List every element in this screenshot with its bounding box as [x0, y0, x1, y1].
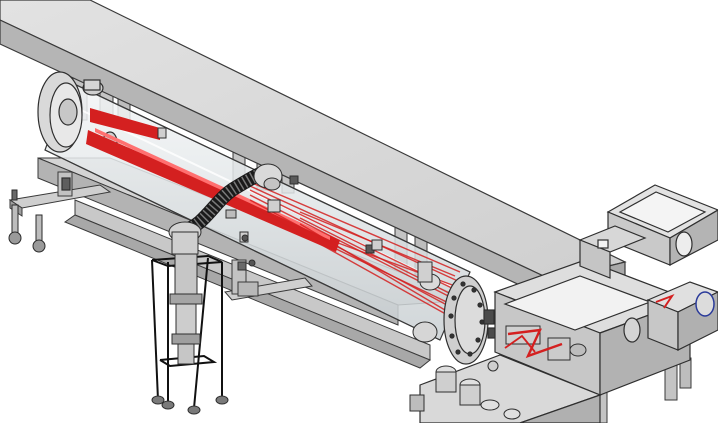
- box-inner: [618, 191, 707, 233]
- mount-bracket: [225, 209, 237, 219]
- bolt: [460, 281, 466, 287]
- fitting: [289, 175, 299, 185]
- cylinder-top: [480, 399, 500, 411]
- mount-bracket: [267, 199, 281, 213]
- caster-foot: [161, 400, 175, 410]
- bolt: [449, 333, 455, 339]
- laser-ray: [329, 245, 456, 307]
- hose-elbow: [253, 163, 283, 191]
- port-window: [58, 98, 78, 126]
- box-cylinder: [675, 231, 693, 257]
- bolt: [471, 287, 477, 293]
- pump-neck: [171, 231, 199, 255]
- bolt: [451, 295, 457, 301]
- tube-edge-bottom: [44, 149, 441, 341]
- detector-lens: [695, 291, 715, 317]
- fitting: [237, 261, 247, 271]
- caster-leg: [11, 204, 19, 236]
- pump-body-upper: [174, 253, 198, 295]
- bolt: [455, 349, 461, 355]
- laser-beam-lower: [86, 130, 340, 252]
- leveling-knob: [11, 189, 18, 201]
- right-end-flange: [443, 275, 497, 365]
- pump-column: [151, 221, 229, 415]
- internal-optics: [487, 325, 587, 372]
- detector-port: [569, 343, 587, 357]
- optics-enclosure: [419, 259, 692, 423]
- stand-leg: [151, 259, 159, 401]
- caster-wheel: [32, 239, 46, 253]
- red-beam-path: [504, 334, 536, 353]
- flexible-hose: [178, 163, 283, 237]
- bolt: [475, 337, 481, 343]
- bottom-port: [412, 321, 438, 343]
- clamp-screw: [61, 177, 71, 191]
- pump-collar: [169, 293, 203, 305]
- red-beam-path: [655, 293, 675, 309]
- pump-collar: [171, 333, 201, 345]
- clamp-block: [237, 281, 259, 297]
- left-end-flange: [37, 71, 118, 191]
- caster-foot: [151, 395, 165, 405]
- elbow-cap: [263, 177, 281, 191]
- pump-body-lower: [177, 343, 195, 365]
- front-cylinders: [409, 365, 521, 420]
- misc-details: [225, 199, 383, 267]
- laser-beam-upper: [90, 108, 160, 140]
- port-top-neck: [83, 79, 101, 91]
- side-port: [623, 317, 641, 343]
- clamp-block: [409, 394, 425, 412]
- pump-body-mid: [175, 303, 197, 335]
- panel-slot: [597, 239, 609, 249]
- screw: [248, 259, 256, 267]
- fitting: [157, 127, 167, 139]
- bolt: [448, 313, 454, 319]
- laser-ray: [249, 181, 461, 273]
- bolt: [479, 319, 485, 325]
- laser-ray: [249, 204, 461, 323]
- cylinder-body: [435, 371, 457, 393]
- lower-deck-side: [519, 394, 601, 423]
- caster-foot: [187, 405, 201, 415]
- red-beam-path: [507, 328, 563, 359]
- adjust-knob: [483, 309, 495, 325]
- caster-wheel: [8, 231, 22, 245]
- bolt: [467, 351, 473, 357]
- cylinder-body: [459, 384, 481, 406]
- bolt: [477, 302, 483, 308]
- caster-foot: [215, 395, 229, 405]
- tube-fittings: [157, 127, 441, 343]
- stand-leg: [193, 257, 209, 409]
- cylinder-top: [503, 408, 521, 420]
- laser-ray: [299, 223, 456, 317]
- mid-port-neck: [417, 261, 433, 283]
- caster-wheels-left: [8, 189, 46, 253]
- mount-bracket: [371, 239, 383, 251]
- screw: [241, 234, 249, 242]
- rail-end-box: [578, 184, 718, 351]
- lens: [487, 360, 499, 372]
